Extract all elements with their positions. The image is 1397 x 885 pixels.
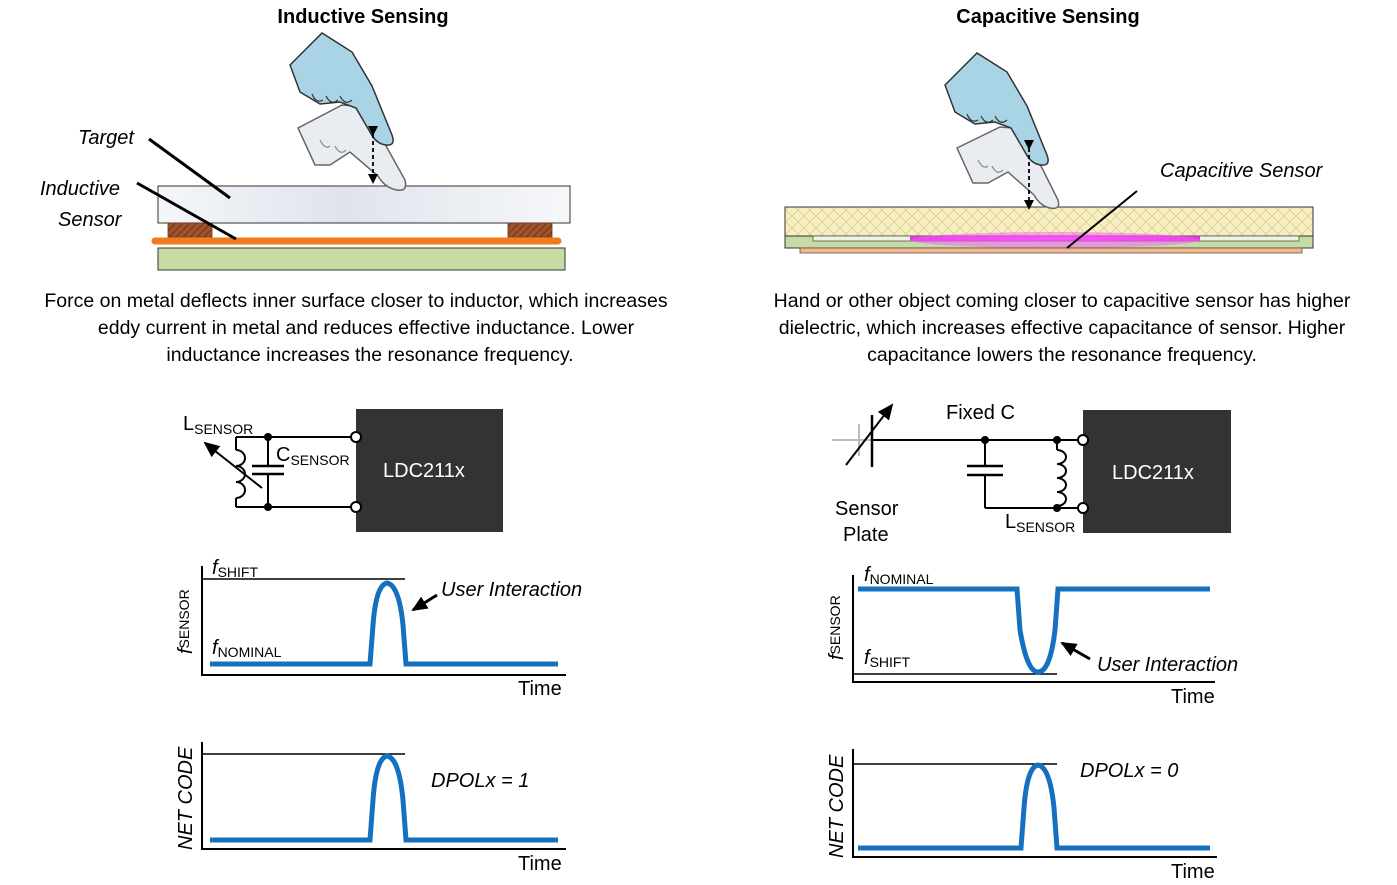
capsensor-label: Capacitive Sensor	[1160, 160, 1324, 182]
hand-raised-icon	[289, 32, 394, 146]
code-axes	[201, 742, 566, 850]
sensor-plate-label-line2: Plate	[843, 524, 889, 546]
sensor-leader-line	[136, 181, 237, 241]
user-interaction-label: User Interaction	[441, 579, 582, 601]
fixed-c-label: Fixed C	[946, 402, 1015, 424]
lsensor-label-2: LSENSOR	[1005, 511, 1075, 535]
cap-fsensor-axis-label: fSENSOR	[826, 595, 848, 660]
netcode-signal	[210, 753, 558, 843]
capacitive-title: Capacitive Sensing	[956, 6, 1139, 28]
capacitive-circuit: LDC211x Fixed C Sensor Plate LSENSOR	[832, 402, 1231, 546]
capacitive-caption-line1: Hand or other object coming closer to ca…	[774, 290, 1351, 312]
cap-netcode-signal	[858, 762, 1210, 851]
cap-fnominal-label: fNOMINAL	[864, 564, 934, 587]
ldc-chip-2	[1083, 410, 1231, 533]
capacitive-caption-line3: capacitance lowers the resonance frequen…	[867, 344, 1257, 366]
hand-far-icon	[944, 52, 1049, 166]
freq-axes	[201, 566, 566, 676]
inductive-title: Inductive Sensing	[277, 6, 448, 28]
dpol-label: DPOLx = 1	[431, 770, 529, 792]
cap-user-interaction-label: User Interaction	[1097, 654, 1238, 676]
ldc-chip	[356, 409, 503, 532]
cap-time-label-2: Time	[1171, 861, 1215, 883]
ground-layer	[799, 247, 1303, 254]
field-glow	[910, 232, 1200, 248]
cap-code-axes	[852, 749, 1217, 858]
target-label: Target	[78, 127, 135, 149]
cap-netcode-axis-label: NET CODE	[826, 754, 848, 858]
cap-frequency-signal	[858, 586, 1210, 675]
capacitive-frequency-plot: fNOMINAL fSHIFT fSENSOR User Interaction…	[826, 564, 1238, 708]
lsensor-label: LSENSOR	[183, 413, 253, 437]
cap-time-label: Time	[1171, 686, 1215, 708]
variable-capacitor-arrow-icon	[845, 403, 894, 466]
target-leader-line	[148, 137, 231, 200]
inductive-frequency-plot: fSHIFT fNOMINAL fSENSOR User Interaction…	[175, 557, 582, 700]
dielectric-overlay	[784, 206, 1314, 237]
time-label-2: Time	[518, 853, 562, 875]
time-label: Time	[518, 678, 562, 700]
variable-inductor-arrow-icon	[203, 441, 263, 489]
metal-target	[157, 185, 571, 224]
chip-pin-1	[350, 431, 362, 443]
inductive-label-line1: Inductive	[40, 178, 120, 200]
circuit-wires	[236, 436, 356, 508]
inductive-netcode-plot: NET CODE DPOLx = 1 Time	[175, 742, 566, 875]
chip-label: LDC211x	[383, 460, 465, 482]
interaction-arrow-icon	[411, 593, 438, 612]
inductive-caption-line1: Force on metal deflects inner surface cl…	[44, 290, 667, 312]
capacitive-inductor-icon	[1056, 449, 1067, 507]
netcode-axis-label: NET CODE	[175, 746, 197, 850]
coil-right	[507, 222, 553, 238]
coil-left	[167, 222, 213, 238]
capacitive-illustration: Capacitive Sensor	[784, 52, 1324, 254]
hand-pressed-icon	[297, 104, 407, 192]
pcb-board	[157, 247, 566, 271]
chip2-pin-2	[1077, 502, 1089, 514]
chip2-label: LDC211x	[1112, 462, 1194, 484]
frequency-signal	[210, 580, 558, 667]
capacitive-caption-line2: dielectric, which increases effective ca…	[779, 317, 1346, 339]
inductive-illustration: Target Inductive Sensor	[40, 32, 571, 271]
csensor-label: CSENSOR	[276, 444, 350, 468]
capacitive-netcode-plot: NET CODE DPOLx = 0 Time	[826, 749, 1217, 883]
inductive-caption-line2: eddy current in metal and reduces effect…	[98, 317, 635, 339]
fshift-label: fSHIFT	[212, 557, 258, 580]
hand-near-icon	[956, 126, 1060, 210]
inductive-caption-line3: inductance increases the resonance frequ…	[166, 344, 573, 366]
cap-fshift-label: fSHIFT	[864, 647, 910, 670]
chip2-pin-1	[1077, 434, 1089, 446]
inductive-label-line2: Sensor	[58, 209, 123, 231]
inductive-circuit: LDC211x LSENSOR CSENSOR	[183, 409, 503, 532]
cap-dpol-label: DPOLx = 0	[1080, 760, 1178, 782]
fsensor-axis-label: fSENSOR	[175, 589, 197, 654]
chip-pin-2	[350, 501, 362, 513]
cap-freq-axes	[852, 575, 1215, 683]
sensor-plate-label-line1: Sensor	[835, 498, 899, 520]
inductive-panel: Inductive Sensing Target Inductive Senso…	[40, 6, 668, 875]
cap-interaction-arrow-icon	[1060, 641, 1091, 661]
capsensor-leader-line	[1066, 190, 1138, 249]
capacitive-panel: Capacitive Sensing Capacitive Sensor Han…	[774, 6, 1351, 883]
fnominal-label: fNOMINAL	[212, 637, 282, 660]
